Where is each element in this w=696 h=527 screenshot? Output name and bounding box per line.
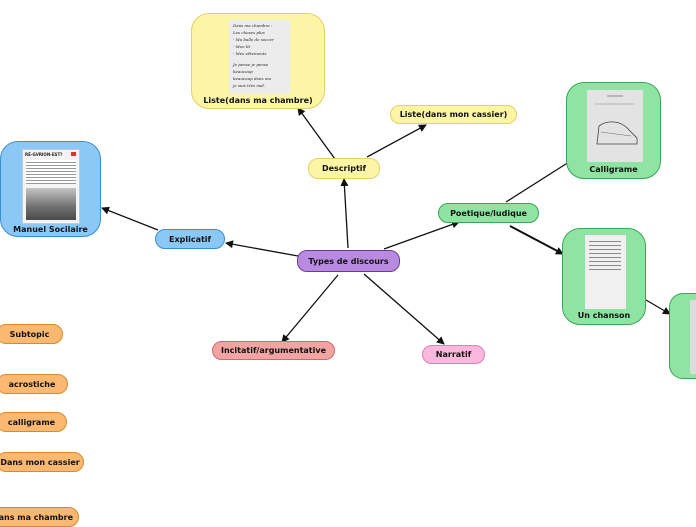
calligrame-label: Calligrame (567, 165, 660, 174)
edge-descriptif-cassier (367, 125, 426, 157)
floating-acrostiche[interactable]: acrostiche (0, 374, 68, 394)
explicatif-node[interactable]: Explicatif (155, 229, 225, 249)
note-line-5: Je pense je pense (233, 62, 268, 67)
floating-dans-ma-chambre-label: Dans ma chambre (0, 513, 73, 522)
manuel-red-badge (71, 152, 76, 156)
offscreen-card[interactable] (669, 293, 696, 379)
liste-chambre-thumbnail: Dans ma chambre : Les choses plus - Ma b… (229, 20, 290, 94)
manuel-text-block (26, 160, 76, 184)
floating-calligrame[interactable]: calligrame (0, 412, 67, 432)
note-line-7: beaucoup dans ma (233, 76, 271, 81)
floating-dans-mon-cassier[interactable]: Dans mon cassier (0, 452, 84, 472)
floating-acrostiche-label: acrostiche (9, 380, 56, 389)
central-topic-node[interactable]: Types de discours (297, 250, 400, 272)
edge-poetique-chanson (510, 226, 563, 254)
edge-root-narratif (364, 274, 444, 344)
note-line-1: Les choses plus (233, 30, 265, 35)
poetique-label: Poetique/ludique (450, 209, 527, 218)
manuel-label: Manuel Socilaire (1, 225, 100, 234)
liste-cassier-label: Liste(dans mon cassier) (400, 110, 508, 119)
note-line-3: - Mon lit (233, 44, 250, 49)
edge-root-incitatif (282, 275, 338, 342)
incitatif-node[interactable]: Incitatif/argumentative (212, 341, 335, 360)
descriptif-node[interactable]: Descriptif (308, 158, 380, 179)
note-line-2: - Ma balle de soccer (233, 37, 274, 42)
chanson-label: Un chanson (563, 311, 645, 320)
manuel-photo (26, 188, 76, 220)
liste-chambre-card[interactable]: Dans ma chambre : Les choses plus - Ma b… (191, 13, 325, 109)
incitatif-label: Incitatif/argumentative (221, 346, 326, 355)
shoe-drawing-icon (587, 90, 643, 162)
floating-calligrame-label: calligrame (8, 418, 55, 427)
offscreen-thumbnail (690, 300, 696, 374)
note-line-0: Dans ma chambre : (233, 23, 272, 28)
edge-chanson-offscreen (646, 300, 670, 314)
liste-cassier-node[interactable]: Liste(dans mon cassier) (390, 105, 517, 124)
calligrame-thumbnail (587, 90, 643, 162)
chanson-card[interactable]: Un chanson (562, 228, 646, 325)
floating-subtopic[interactable]: Subtopic (0, 324, 63, 344)
poetique-node[interactable]: Poetique/ludique (438, 203, 539, 223)
explicatif-label: Explicatif (169, 235, 211, 244)
manuel-thumbnail: RÉ-GVRION-EST? (22, 149, 80, 224)
edge-descriptif-chambre (298, 108, 335, 159)
chanson-thumbnail (585, 235, 626, 309)
liste-chambre-label: Liste(dans ma chambre) (192, 96, 324, 105)
note-line-4: - Mes vêtements (233, 51, 266, 56)
calligrame-card[interactable]: Calligrame (566, 82, 661, 179)
narratif-label: Narratif (436, 350, 471, 359)
manuel-card[interactable]: RÉ-GVRION-EST? Manuel Socilaire (0, 141, 101, 237)
edge-explicatif-manuel (102, 208, 158, 230)
note-line-8: je suis très mal. (233, 83, 265, 88)
edge-root-explicatif (226, 243, 298, 256)
note-line-6: beaucoup (233, 69, 253, 74)
narratif-node[interactable]: Narratif (422, 345, 485, 364)
descriptif-label: Descriptif (322, 164, 366, 173)
manuel-doc-title: RÉ-GVRION-EST? (25, 152, 63, 157)
edge-root-descriptif (344, 179, 348, 248)
chanson-lyrics-block (589, 238, 621, 270)
floating-subtopic-label: Subtopic (10, 330, 50, 339)
floating-dans-ma-chambre[interactable]: Dans ma chambre (0, 507, 79, 527)
floating-dans-mon-cassier-label: Dans mon cassier (0, 458, 79, 467)
central-topic-label: Types de discours (308, 257, 388, 266)
edge-poetique-calligrame (506, 162, 569, 202)
edge-root-poetique (384, 222, 459, 249)
